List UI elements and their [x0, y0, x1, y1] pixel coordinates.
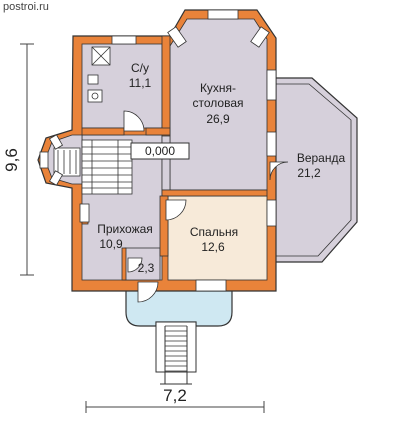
kitchen-name-line2: столовая	[193, 96, 244, 110]
doors	[123, 110, 289, 303]
bathroom-name: С/у	[131, 61, 149, 75]
site-watermark: postroi.ru	[3, 1, 49, 13]
entrance-porch	[125, 286, 233, 385]
height-dimension-label: 9,6	[2, 148, 21, 172]
kitchen-name-line1: Кухня-	[200, 81, 236, 95]
bathroom-fixtures	[87, 46, 111, 103]
bedroom-area: 12,6	[201, 240, 225, 254]
windows	[39, 9, 277, 292]
staircase	[53, 139, 133, 195]
interior-walls	[81, 35, 268, 281]
hall-area: 10,9	[99, 237, 123, 251]
veranda-railing	[270, 83, 352, 257]
height-dimension	[20, 43, 34, 276]
level-mark: 0,000	[145, 144, 175, 158]
hall-name: Прихожая	[97, 222, 153, 236]
width-dimension	[85, 401, 265, 413]
bedroom-name: Спальня	[190, 225, 238, 239]
closet-area: 2,3	[138, 261, 155, 275]
width-dimension-label: 7,2	[163, 386, 187, 405]
level-mark-box	[130, 142, 190, 160]
veranda-area: 21,2	[297, 166, 321, 180]
bathroom-area: 11,1	[129, 76, 152, 90]
kitchen-area: 26,9	[206, 112, 230, 126]
veranda-name: Веранда	[297, 151, 346, 165]
